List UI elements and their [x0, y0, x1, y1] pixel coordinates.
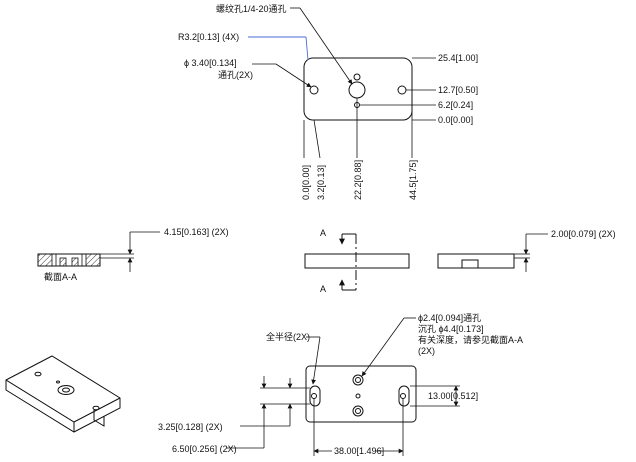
- full-radius-note: 全半径(2X): [266, 331, 310, 342]
- isometric-view: [5, 355, 121, 433]
- hole-note-2: 沉孔 ϕ4.4[0.173]: [418, 324, 484, 334]
- dim-bottom-1: 0.0[0.00]: [301, 165, 311, 200]
- hole-note-1: ϕ2.4[0.094]通孔: [418, 313, 481, 323]
- side-view: 2.00[0.079] (2X): [437, 229, 616, 272]
- section-view: 截面A-A 4.15[0.163] (2X): [37, 227, 229, 282]
- dim-right-1: 25.4[1.00]: [438, 53, 478, 63]
- radius-note: R3.2[0.13] (4X): [178, 32, 239, 42]
- cut-label-bottom: A: [320, 284, 326, 294]
- section-depth-dim: 4.15[0.163] (2X): [164, 227, 229, 237]
- top-view: 25.4[1.00] 12.7[0.50] 6.2[0.24] 0.0[0.00…: [178, 3, 478, 200]
- hole-note-4: (2X): [418, 346, 435, 356]
- height-dim: 13.00[0.512]: [428, 391, 478, 401]
- cut-label-top: A: [320, 228, 326, 238]
- dim-right-4: 0.0[0.00]: [438, 115, 473, 125]
- dim-bottom-3: 22.2[0.88]: [353, 160, 363, 200]
- dim-bottom-2: 3.2[0.13]: [316, 165, 326, 200]
- thread-note: 螺纹孔1/4-20通孔: [216, 3, 287, 14]
- side-depth-dim: 2.00[0.079] (2X): [551, 229, 616, 239]
- width-dim: 38.00[1.496]: [334, 446, 384, 456]
- bottom-view: 全半径(2X) ϕ2.4[0.094]通孔 沉孔 ϕ4.4[0.173] 有关深…: [158, 313, 523, 456]
- top-view-outline: [303, 57, 413, 121]
- hole-note-3: 有关深度，请参见截面A-A: [418, 334, 523, 345]
- dim-right-2: 12.7[0.50]: [438, 85, 478, 95]
- front-view-outline: [304, 253, 410, 269]
- small-hole-top: [353, 73, 361, 81]
- bottom-view-outline: [305, 365, 417, 423]
- left-dim-2: 6.50[0.256] (2X): [172, 444, 237, 454]
- front-view: A A: [304, 228, 410, 294]
- hole-type-note: 通孔(2X): [218, 70, 253, 80]
- side-view-outline: [437, 253, 515, 269]
- dim-right-3: 6.2[0.24]: [438, 100, 473, 110]
- section-label: 截面A-A: [44, 271, 77, 282]
- left-through-hole: [309, 85, 319, 95]
- dim-bottom-4: 44.5[1.75]: [408, 160, 418, 200]
- left-dim-1: 3.25[0.128] (2X): [158, 422, 223, 432]
- hole-dia-note: ϕ 3.40[0.134]: [184, 58, 237, 68]
